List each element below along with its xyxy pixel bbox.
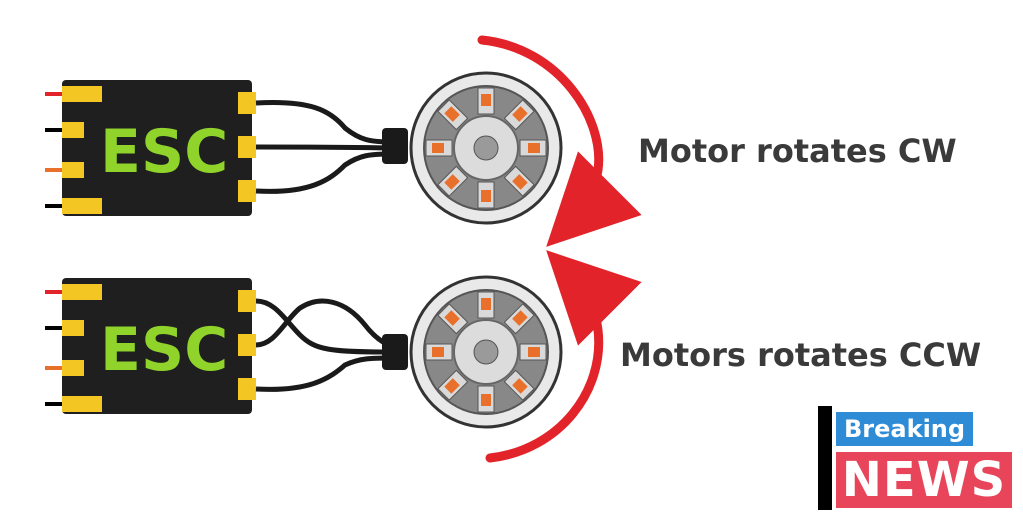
motor-bottom-shaft xyxy=(473,339,499,365)
motor-bottom-windings xyxy=(425,291,547,413)
esc-top: ESC xyxy=(45,80,256,216)
arrow-cw xyxy=(477,35,642,247)
esc-bottom-pad xyxy=(62,284,102,300)
esc-bottom: ESC xyxy=(45,278,256,414)
esc-bottom-pad xyxy=(62,320,84,336)
esc-top-pad xyxy=(62,198,102,214)
esc-bottom-pad xyxy=(62,360,84,376)
wires-bottom xyxy=(255,298,393,392)
badge-bar xyxy=(818,406,832,510)
motor-bottom xyxy=(382,275,563,429)
esc-top-pad xyxy=(62,122,84,138)
esc-top-pad xyxy=(62,86,102,102)
esc-bottom-pad xyxy=(62,396,102,412)
esc-bottom-pad xyxy=(238,378,256,400)
esc-bottom-body xyxy=(62,278,252,414)
esc-top-pad xyxy=(238,180,256,202)
badge-breaking-label: Breaking xyxy=(836,412,974,446)
esc-top-label: ESC xyxy=(100,117,228,187)
esc-top-body xyxy=(62,80,252,216)
motor-top-wire-collar xyxy=(382,128,408,164)
motor-top xyxy=(382,71,563,225)
breaking-news-badge: Breaking NEWS xyxy=(818,406,1018,510)
motor-bottom-wire-collar xyxy=(382,334,408,370)
esc-bottom-pad xyxy=(238,290,256,312)
motor-top-windings xyxy=(425,87,547,209)
esc-bottom-label: ESC xyxy=(100,315,228,385)
esc-bottom-pad xyxy=(238,334,256,356)
arrow-ccw xyxy=(485,250,642,463)
caption-motor-cw: Motor rotates CW xyxy=(638,132,957,170)
motor-top-shaft xyxy=(473,135,499,161)
wires-top xyxy=(255,99,393,194)
esc-top-pad xyxy=(62,162,84,178)
badge-news-label: NEWS xyxy=(836,452,1012,508)
esc-top-pad xyxy=(238,92,256,114)
caption-motor-ccw: Motors rotates CCW xyxy=(620,336,982,374)
esc-top-pad xyxy=(238,136,256,158)
